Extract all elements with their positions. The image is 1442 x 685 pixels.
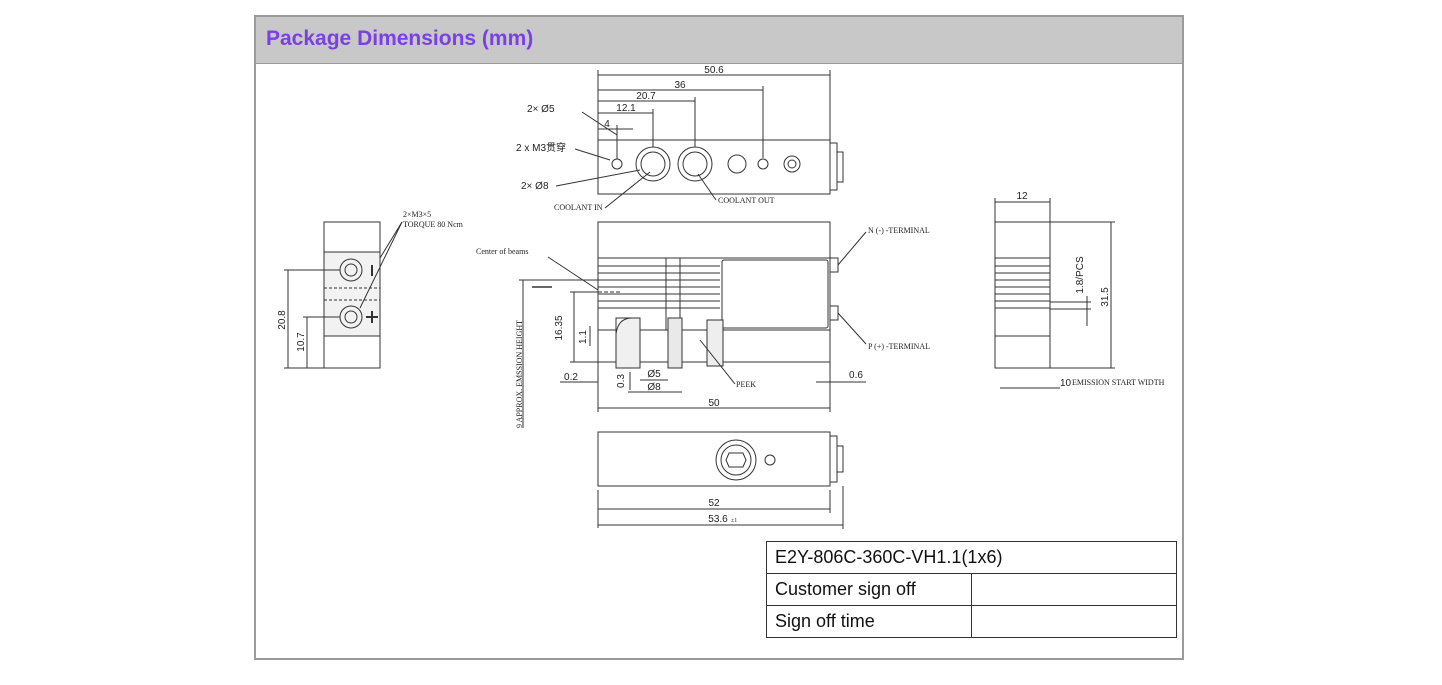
dim-52: 52 bbox=[708, 498, 720, 509]
emission-width-label: EMISSION START WIDTH bbox=[1072, 378, 1165, 387]
dim-53-6-tolerance: ±1 bbox=[731, 518, 737, 524]
dim-10: 10 bbox=[1060, 378, 1072, 389]
dim-0-3: 0.3 bbox=[616, 374, 627, 388]
signoff-time-row: Sign off time bbox=[766, 605, 1177, 638]
hole-m3-right bbox=[757, 158, 769, 170]
customer-signoff-label: Customer sign off bbox=[766, 573, 972, 606]
dim-12-1: 12.1 bbox=[616, 103, 636, 114]
dim-53-6: 53.6 bbox=[708, 514, 728, 525]
coolant-out-label: COOLANT OUT bbox=[718, 196, 775, 205]
bottom-view bbox=[597, 431, 844, 529]
peek-label: PEEK bbox=[736, 380, 756, 389]
hole-8-label: 2× Ø8 bbox=[521, 181, 549, 192]
front-view bbox=[519, 221, 867, 428]
dim-d5: Ø5 bbox=[647, 369, 661, 380]
p-terminal-label: P (+) -TERMINAL bbox=[868, 342, 930, 351]
dim-20-7: 20.7 bbox=[636, 91, 656, 102]
signoff-time-label: Sign off time bbox=[766, 605, 972, 638]
hole-mid bbox=[727, 154, 747, 174]
bottom-view-body bbox=[597, 431, 831, 487]
dim-16-35: 16.35 bbox=[554, 315, 565, 340]
model-row: E2Y-806C-360C-VH1.1(1x6) bbox=[766, 541, 1177, 574]
left-view bbox=[284, 221, 403, 369]
dim-10-7: 10.7 bbox=[296, 332, 307, 352]
signoff-time-field[interactable] bbox=[971, 605, 1177, 638]
dim-0-2: 0.2 bbox=[564, 372, 578, 383]
dim-36: 36 bbox=[674, 80, 686, 91]
package-dimensions-panel: Package Dimensions (mm) bbox=[254, 15, 1184, 660]
hole-5-label: 2× Ø5 bbox=[527, 104, 555, 115]
dim-1-8-pcs: 1.8/PCS bbox=[1075, 256, 1086, 294]
signoff-table: E2Y-806C-360C-VH1.1(1x6) Customer sign o… bbox=[766, 541, 1177, 638]
screw-note-1: 2×M3×5 bbox=[403, 210, 431, 219]
top-view bbox=[555, 70, 844, 209]
panel-header: Package Dimensions (mm) bbox=[256, 17, 1182, 64]
dim-20-8: 20.8 bbox=[277, 310, 288, 330]
hole-right bbox=[783, 155, 801, 173]
center-of-beams-label: Center of beams bbox=[476, 247, 528, 256]
dim-31-5: 31.5 bbox=[1100, 287, 1111, 307]
dim-50: 50 bbox=[708, 398, 720, 409]
dim-50-6: 50.6 bbox=[704, 65, 724, 76]
n-terminal-label: N (-) -TERMINAL bbox=[868, 226, 930, 235]
screw-note-2: TORQUE 80 Ncm bbox=[403, 220, 464, 229]
bottom-port bbox=[715, 439, 757, 481]
page-title: Package Dimensions (mm) bbox=[266, 27, 534, 50]
laser-bar-stack bbox=[598, 265, 720, 309]
dim-d8: Ø8 bbox=[647, 382, 661, 393]
peek-insert bbox=[667, 317, 683, 369]
emission-height-label: 9 APPROX. EMSSION HEIGHT bbox=[515, 320, 524, 428]
dim-12: 12 bbox=[1016, 191, 1028, 202]
hole-m3-left bbox=[611, 158, 623, 170]
right-view bbox=[994, 198, 1115, 389]
top-view-connector bbox=[829, 142, 838, 191]
dim-1-1: 1.1 bbox=[578, 330, 589, 344]
coolant-in-label: COOLANT IN bbox=[554, 203, 603, 212]
customer-signoff-row: Customer sign off bbox=[766, 573, 1177, 606]
customer-signoff-field[interactable] bbox=[971, 573, 1177, 606]
model-name: E2Y-806C-360C-VH1.1(1x6) bbox=[766, 541, 1177, 574]
m3-through-label: 2 x M3贯穿 bbox=[516, 141, 566, 154]
right-view-body bbox=[994, 221, 1051, 369]
dim-0-6: 0.6 bbox=[849, 370, 863, 381]
dim-4: 4 bbox=[604, 119, 610, 130]
